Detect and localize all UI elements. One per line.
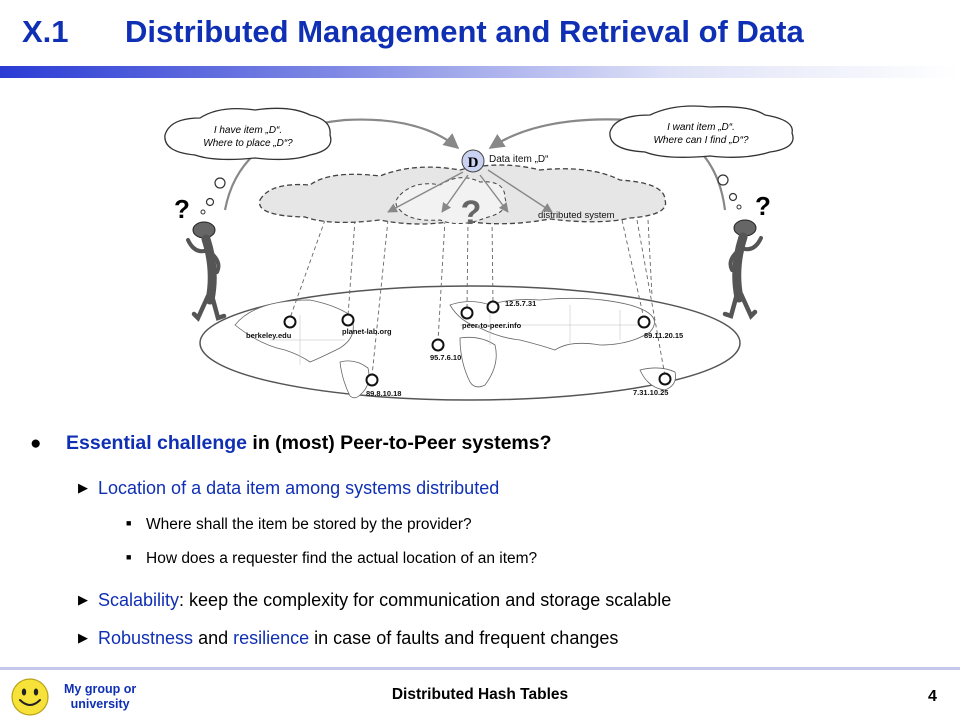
node-label-7-31-10-25: 7.31.10.25 [633, 388, 668, 397]
org-line-1: My group or [64, 682, 137, 696]
right-thought-bubble: I want item „D“. Where can I find „D“? [609, 105, 794, 210]
bullet-main: ● Essential challenge in (most) Peer-to-P… [30, 432, 552, 455]
footer-divider [0, 667, 960, 670]
world-map [199, 285, 741, 401]
network-nodes: berkeley.edu planet-lab.org 89.8.10.18 9… [246, 299, 683, 398]
bullet-where-stored: ■ Where shall the item be stored by the p… [126, 516, 472, 534]
page-number: 4 [928, 688, 937, 705]
bullet-dot: ● [30, 433, 42, 454]
node-label-89-11-20-15: 89.11.20.15 [644, 331, 683, 340]
title-gradient-bar [0, 66, 960, 78]
bullet-triangle: ▶ [78, 630, 88, 645]
right-question-mark: ? [755, 191, 771, 221]
bullet-resilience-accent: resilience [233, 628, 310, 648]
left-thought-line2: Where to place „D“? [203, 138, 293, 149]
bullet-square: ■ [126, 552, 132, 562]
bullet-scalability-rest: : keep the complexity for communication … [179, 590, 672, 610]
node-12-5-7-31: 12.5.7.31 [486, 299, 536, 314]
node-89-8-10-18: 89.8.10.18 [365, 373, 401, 398]
bullet-square: ■ [126, 518, 132, 528]
node-7-31-10-25: 7.31.10.25 [633, 372, 672, 397]
cloud-question-mark: ? [461, 194, 482, 232]
node-label-89-8-10-18: 89.8.10.18 [366, 389, 401, 398]
node-label-planetlab: planet-lab.org [342, 327, 392, 336]
bullet-scalability-accent: Scalability [98, 590, 180, 610]
right-thought-line1: I want item „D“. [667, 122, 735, 133]
bullet-scalability: ▶ Scalability: keep the complexity for co… [78, 590, 671, 611]
right-thought-line2: Where can I find „D“? [653, 135, 748, 146]
smiley-logo-icon [11, 678, 49, 716]
left-arc [223, 118, 460, 211]
node-planetlab: planet-lab.org [341, 313, 392, 336]
left-person: ? [174, 194, 227, 322]
bullet-robustness-rest: in case of faults and frequent changes [309, 628, 619, 648]
org-line-2: university [70, 697, 130, 711]
node-label-berkeley: berkeley.edu [246, 331, 292, 340]
bullet-where-stored-text: Where shall the item be stored by the pr… [146, 516, 472, 533]
node-89-11-20-15: 89.11.20.15 [637, 315, 683, 340]
bullet-main-accent: Essential challenge [66, 432, 247, 454]
bullet-location: ▶ Location of a data item among systems d… [78, 478, 499, 499]
data-arrows [387, 169, 553, 213]
bullet-triangle: ▶ [78, 592, 88, 607]
bullet-triangle: ▶ [78, 480, 88, 495]
bullet-how-find: ■ How does a requester find the actual lo… [126, 550, 537, 568]
data-item-symbol: D [468, 155, 479, 171]
data-item-label: Data item „D“ [489, 154, 548, 165]
bullet-robustness-mid: and [193, 628, 234, 648]
node-label-95-7-6-10: 95.7.6.10 [430, 353, 461, 362]
node-peer-to-peer: peer-to-peer.info [460, 306, 522, 330]
slide-title-text: Distributed Management and Retrieval of … [125, 14, 804, 49]
organization-label: My group or university [64, 682, 136, 712]
footer-title: Distributed Hash Tables [391, 686, 569, 703]
slide-title: X.1 Distributed Management and Retrieval … [22, 14, 804, 50]
bullet-location-text: Location of a data item among systems di… [98, 478, 500, 498]
bullet-robustness: ▶ Robustness and resilience in case of fa… [78, 628, 618, 649]
bullet-how-find-text: How does a requester find the actual loc… [146, 550, 538, 567]
slide-number: X.1 [22, 14, 69, 49]
left-thought-bubble: I have item „D“. Where to place „D“? [164, 107, 332, 215]
right-person: ? [722, 191, 771, 320]
node-connectors [289, 219, 666, 377]
data-item: D Data item „D“ [461, 149, 548, 173]
bullet-main-rest: in (most) Peer-to-Peer systems? [247, 432, 552, 454]
bullet-robustness-accent: Robustness [98, 628, 194, 648]
node-berkeley: berkeley.edu [246, 315, 297, 340]
distributed-system-cloud: ? distributed system [258, 164, 667, 232]
left-thought-line1: I have item „D“. [214, 125, 282, 136]
cloud-label: distributed system [538, 210, 615, 221]
node-label-peer-to-peer: peer-to-peer.info [462, 321, 522, 330]
left-question-mark: ? [174, 194, 190, 224]
node-95-7-6-10: 95.7.6.10 [430, 338, 461, 362]
node-label-12-5-7-31: 12.5.7.31 [505, 299, 536, 308]
dht-illustration: ? distributed system D Data item „D“ I h… [164, 105, 794, 401]
